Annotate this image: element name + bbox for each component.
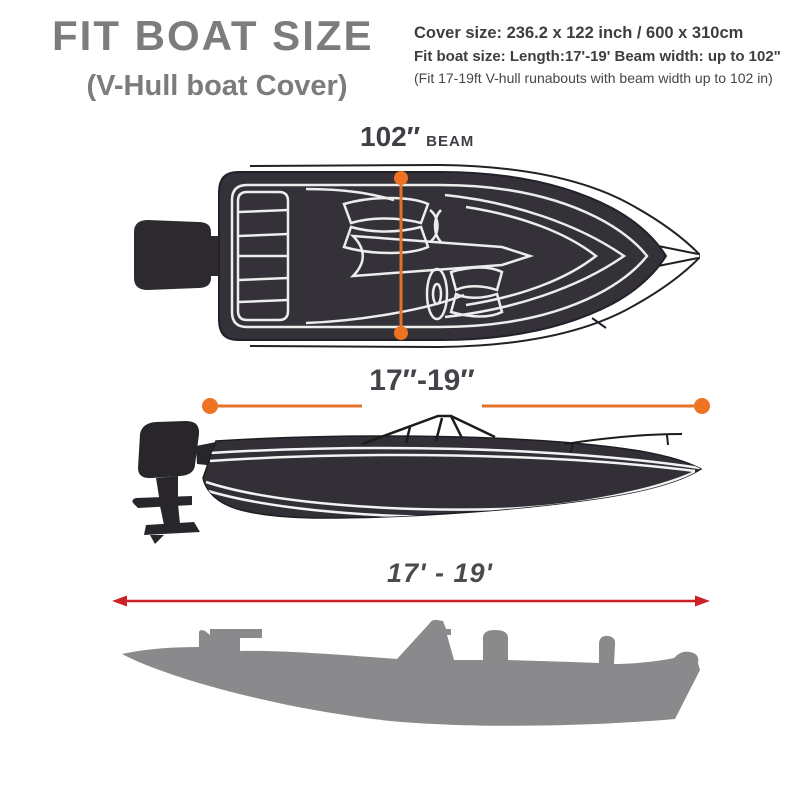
arrowhead-right xyxy=(695,595,710,607)
arrowhead-left xyxy=(112,595,127,607)
boat-side-view-illustration xyxy=(132,414,703,544)
beam-unit-label: BEAM xyxy=(426,133,475,150)
cover-size-spec: Cover size: 236.2 x 122 inch / 600 x 310… xyxy=(414,24,744,42)
fit-boat-size-spec: Fit boat size: Length:17'-19' Beam width… xyxy=(414,48,781,65)
boat-top-view-illustration xyxy=(134,163,700,349)
page-title: FIT BOAT SIZE xyxy=(52,12,374,59)
beam-dimension-label: 102″ BEAM xyxy=(360,121,474,153)
bass-boat-silhouette xyxy=(122,619,700,726)
length-arrow xyxy=(112,595,710,607)
boat-hull-outline xyxy=(249,163,700,349)
beam-dimension-line xyxy=(394,171,408,340)
helm-seat-top xyxy=(449,266,504,318)
length-dimension-label-bottom: 17' - 19' xyxy=(387,558,493,588)
dimension-endpoint-dot xyxy=(694,398,710,414)
dimension-endpoint-dot xyxy=(202,398,218,414)
length-dimension-label-top: 17″-19″ xyxy=(369,364,475,397)
fit-note-spec: (Fit 17-19ft V-hull runabouts with beam … xyxy=(414,70,773,86)
captain-seat-top xyxy=(342,196,442,255)
dimension-endpoint-dot xyxy=(394,326,408,340)
beam-value: 102″ xyxy=(360,121,421,152)
outboard-motor-side-icon xyxy=(132,421,216,544)
boat-cover-top xyxy=(218,171,668,341)
spec-box: Cover size: 236.2 x 122 inch / 600 x 310… xyxy=(414,22,794,89)
outboard-motor-top-icon xyxy=(134,220,224,290)
windshield-icon xyxy=(361,414,496,446)
steering-wheel-icon xyxy=(425,267,449,321)
page-subtitle: (V-Hull boat Cover) xyxy=(86,70,348,102)
length-dimension-line xyxy=(202,398,710,414)
stern-bench-seat xyxy=(236,190,290,322)
dimension-endpoint-dot xyxy=(394,171,408,185)
boat-silhouette-illustration xyxy=(122,619,700,726)
deck-detail-lines xyxy=(230,183,649,329)
bow-rail-icon xyxy=(564,433,683,453)
